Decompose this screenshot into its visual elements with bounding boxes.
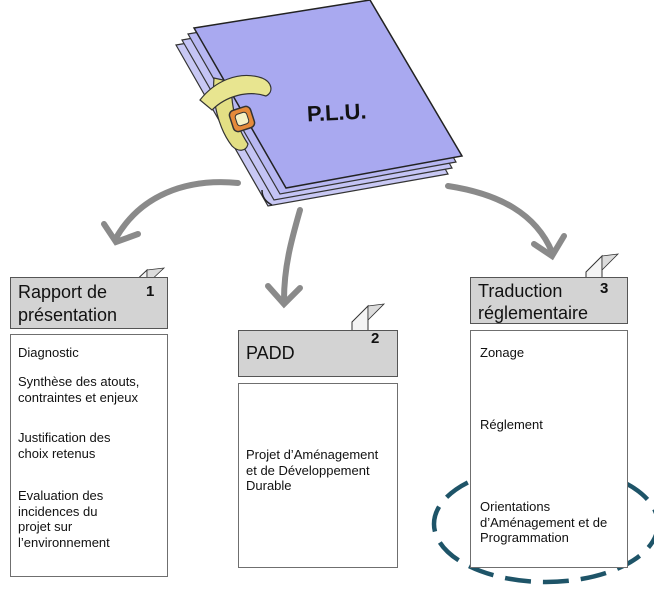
section-2-box: Projet d’Aménagement et de Développement… xyxy=(238,383,398,568)
list-item: Synthèse des atouts, contraintes et enje… xyxy=(18,374,140,405)
list-item: Réglement xyxy=(480,417,543,432)
section-3-header-line-1: Traduction xyxy=(478,281,563,301)
list-item: Projet d’Aménagement et de Développement… xyxy=(246,447,379,494)
folder-title: P.L.U. xyxy=(306,98,368,127)
section-2-header-line-1: PADD xyxy=(246,343,295,363)
section-1-number: 1 xyxy=(146,283,155,300)
section-1-box: Diagnostic Synthèse des atouts, contrain… xyxy=(10,334,168,577)
belt-buckle-icon xyxy=(199,74,272,151)
section-3-box: Zonage Réglement Orientations d’Aménagem… xyxy=(470,330,628,568)
list-item: Orientations d’Aménagement et de Program… xyxy=(480,499,608,546)
arrows xyxy=(101,179,567,309)
section-3-header-line-2: réglementaire xyxy=(478,303,589,323)
section-2-number: 2 xyxy=(371,330,380,347)
arrow-center xyxy=(281,207,303,303)
arrow-center-head xyxy=(265,283,303,309)
highlight-ellipse xyxy=(431,463,654,585)
section-1-header-line-1: Rapport de xyxy=(18,282,108,302)
section-1-header: Rapport de présentation xyxy=(10,277,168,329)
section-3-number: 3 xyxy=(600,280,609,297)
list-item: Zonage xyxy=(480,345,525,360)
plu-folder-icon xyxy=(175,0,464,207)
list-item: Evaluation des incidences du projet sur … xyxy=(18,488,110,550)
section-2-header: PADD xyxy=(238,330,398,377)
section-3-header: Traduction réglementaire xyxy=(470,277,628,324)
arrow-right xyxy=(445,183,555,255)
list-item: Diagnostic xyxy=(18,345,79,360)
arrow-left xyxy=(113,179,241,241)
arrow-right-head xyxy=(531,233,567,261)
arrow-left-head xyxy=(101,221,141,246)
list-item: Justification des choix retenus xyxy=(18,430,111,461)
section-1-header-line-2: présentation xyxy=(18,305,118,325)
